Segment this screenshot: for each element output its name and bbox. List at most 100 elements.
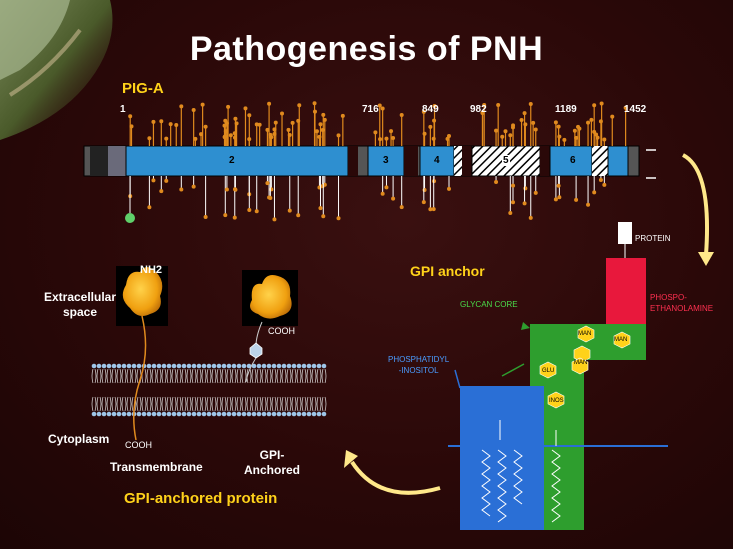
- mutation-dot: [384, 136, 389, 141]
- lipid-tail: [286, 396, 292, 412]
- lipid-tail: [311, 368, 317, 384]
- mutation-dot: [482, 103, 487, 108]
- lipid-head: [141, 411, 147, 417]
- lipid-tail: [196, 368, 202, 384]
- mutation-dot: [522, 201, 527, 206]
- lipid-tail: [321, 396, 327, 412]
- mutation-dot: [432, 118, 437, 123]
- mutation-dot: [147, 205, 152, 210]
- mutation-dot: [592, 190, 597, 195]
- lipid-head: [106, 411, 112, 417]
- lipid-tail: [91, 396, 97, 412]
- mutation-dot: [226, 104, 231, 109]
- flow-arrow-left: [344, 450, 441, 495]
- mutation-dot: [286, 127, 291, 132]
- lipid-head: [236, 411, 242, 417]
- lipid-tail: [301, 368, 307, 384]
- lipid-tail: [186, 396, 192, 412]
- mutation-dot: [522, 111, 527, 116]
- phosphatidyl-line-2: -INOSITOL: [398, 366, 439, 375]
- lipid-head: [121, 363, 127, 369]
- phosphatidyl-line-1: PHOSPHATIDYL: [388, 355, 450, 364]
- mutation-dot: [377, 103, 382, 108]
- lipid-head: [206, 363, 212, 369]
- lipid-head: [186, 363, 192, 369]
- gpi-anchor-structure: [448, 222, 668, 530]
- mutation-dot: [553, 120, 558, 125]
- mutation-dot: [531, 120, 536, 125]
- mutation-dot: [296, 118, 301, 123]
- mutation-dot: [556, 183, 561, 188]
- ethanolamine-box: [606, 258, 646, 324]
- lipid-tail: [166, 396, 172, 412]
- cytoplasm-label: Cytoplasm: [48, 432, 110, 446]
- lipid-head: [151, 411, 157, 417]
- lipid-tail: [186, 368, 192, 384]
- lipid-tail: [291, 368, 297, 384]
- lipid-tail: [176, 368, 182, 384]
- lipid-tail: [201, 368, 207, 384]
- mutation-dot: [200, 102, 205, 107]
- mutation-dot: [556, 124, 561, 129]
- lipid-tail: [171, 368, 177, 384]
- lipid-tail: [211, 396, 217, 412]
- mutation-dot: [447, 186, 452, 191]
- mutation-dot: [494, 128, 499, 133]
- lipid-tail: [116, 396, 122, 412]
- lipid-head: [126, 363, 132, 369]
- position-label-849: 849: [422, 104, 439, 115]
- mutation-dot: [428, 207, 433, 212]
- lipid-tail: [271, 368, 277, 384]
- lipid-tail: [201, 396, 207, 412]
- mutation-dot: [602, 137, 607, 142]
- mutation-dot: [265, 127, 270, 132]
- lipid-tail: [261, 396, 267, 412]
- lipid-head: [101, 363, 107, 369]
- mutation-dot: [432, 104, 437, 109]
- lipid-head: [96, 363, 102, 369]
- mutation-dot: [562, 137, 567, 142]
- mutation-dot: [336, 216, 341, 221]
- lipid-tail: [151, 368, 157, 384]
- mutation-dot: [272, 217, 277, 222]
- mutation-dot: [191, 107, 196, 112]
- lipid-tail: [216, 368, 222, 384]
- lipid-bilayer: [91, 363, 327, 417]
- mutation-dot: [553, 197, 558, 202]
- lipid-tail: [231, 368, 237, 384]
- lipid-tail: [101, 368, 107, 384]
- lipid-tail: [181, 368, 187, 384]
- lipid-head: [291, 411, 297, 417]
- mutation-dot: [500, 134, 505, 139]
- mutation-dot: [599, 101, 604, 106]
- phosphatidyl-inositol-label: PHOSPHATIDYL -INOSITOL: [388, 354, 449, 376]
- mutation-dot: [179, 187, 184, 192]
- man-label-2: MAN: [614, 337, 628, 343]
- mutation-dot: [296, 213, 301, 218]
- lipid-head: [111, 411, 117, 417]
- mutation-dot: [421, 109, 426, 114]
- phospho-line-1: PHOSPO-: [650, 293, 687, 302]
- mutation-dot: [523, 122, 528, 127]
- lipid-tail: [216, 396, 222, 412]
- lipid-tail: [241, 396, 247, 412]
- lipid-tail: [166, 368, 172, 384]
- mutation-dot: [598, 119, 603, 124]
- position-label-1189: 1189: [555, 104, 577, 115]
- exon-6-box: [549, 145, 593, 177]
- mutation-dot: [151, 119, 156, 124]
- lipid-head: [226, 411, 232, 417]
- mutation-dot: [373, 130, 378, 135]
- mutation-dot: [594, 132, 599, 137]
- mutation-dot: [572, 128, 577, 133]
- corner-photo: [0, 0, 113, 140]
- lipid-tail: [156, 368, 162, 384]
- lipid-head: [161, 363, 167, 369]
- nh2-label: NH2: [140, 264, 163, 276]
- mutation-dot: [233, 116, 238, 121]
- mutation-dot: [399, 205, 404, 210]
- lipid-head: [306, 411, 312, 417]
- lipid-tail: [256, 368, 262, 384]
- mutation-dot: [574, 135, 579, 140]
